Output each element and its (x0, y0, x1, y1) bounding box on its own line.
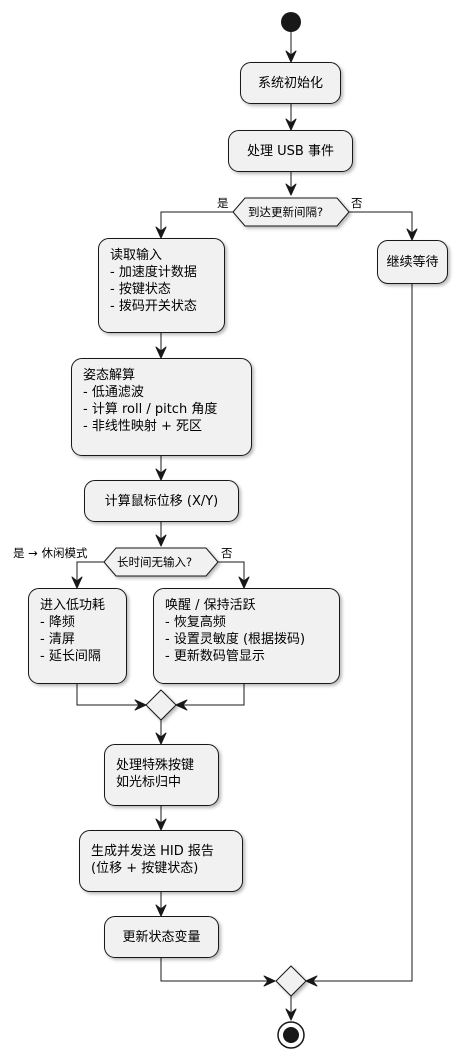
action-special-keys: 处理特殊按键 如光标归中 (104, 744, 219, 806)
attitude-item: - 计算 roll / pitch 角度 (83, 402, 218, 417)
read-input-item: - 拨码开关状态 (110, 299, 197, 314)
decision-interval-shape (232, 197, 350, 227)
action-init-label: 系统初始化 (257, 75, 323, 91)
special-keys-line: 如光标归中 (116, 775, 182, 790)
edge-label-idle-yes: 是 → 休闲模式 (13, 546, 88, 560)
arrowheads (71, 50, 418, 1021)
action-low-power: 进入低功耗 - 降频 - 清屏 - 延长间隔 (28, 588, 127, 684)
decision-idle-label: 长时间无输入? (117, 555, 193, 569)
read-input-item: - 加速度计数据 (110, 265, 197, 280)
special-keys-line: 处理特殊按键 (116, 758, 195, 773)
action-update-state-label: 更新状态变量 (122, 929, 201, 945)
decision-idle-shape (103, 547, 219, 577)
wake-title: 唤醒 / 保持活跃 (165, 598, 256, 613)
wake-item: - 恢复高频 (165, 615, 226, 630)
connectors (76, 32, 413, 1020)
low-power-title: 进入低功耗 (40, 598, 106, 613)
action-wake: 唤醒 / 保持活跃 - 恢复高频 - 设置灵敏度 (根据拨码) - 更新数码管显… (153, 588, 340, 684)
attitude-item: - 低通滤波 (83, 385, 144, 400)
end-node (277, 1021, 305, 1049)
attitude-item: - 非线性映射 + 死区 (83, 419, 202, 434)
read-input-item: - 按键状态 (110, 282, 171, 297)
action-attitude: 姿态解算 - 低通滤波 - 计算 roll / pitch 角度 - 非线性映射… (71, 358, 252, 456)
read-input-title: 读取输入 (110, 248, 163, 263)
wake-item: - 设置灵敏度 (根据拨码) (165, 632, 306, 647)
low-power-item: - 清屏 (40, 632, 75, 647)
decision-interval-label: 到达更新间隔? (248, 205, 324, 219)
edge-label-interval-no: 否 (351, 196, 363, 210)
attitude-title: 姿态解算 (83, 368, 136, 383)
action-usb: 处理 USB 事件 (228, 130, 353, 172)
merge-diamond-final (275, 965, 307, 997)
action-read-input: 读取输入 - 加速度计数据 - 按键状态 - 拨码开关状态 (98, 238, 225, 333)
action-update-state: 更新状态变量 (104, 916, 219, 958)
low-power-item: - 降频 (40, 615, 75, 630)
action-wait: 继续等待 (377, 240, 448, 284)
start-node (281, 12, 301, 32)
action-send-report: 生成并发送 HID 报告 (位移 + 按键状态) (79, 830, 243, 892)
merge-diamond-power (145, 689, 177, 721)
action-usb-label: 处理 USB 事件 (247, 143, 334, 159)
action-init: 系统初始化 (240, 62, 341, 104)
edge-label-interval-yes: 是 (217, 196, 229, 210)
action-wait-label: 继续等待 (386, 254, 439, 270)
edge-label-idle-no: 否 (221, 546, 233, 560)
send-report-line: 生成并发送 HID 报告 (91, 844, 214, 859)
action-calc-move: 计算鼠标位移 (X/Y) (84, 480, 239, 522)
action-calc-move-label: 计算鼠标位移 (X/Y) (104, 493, 219, 509)
low-power-item: - 延长间隔 (40, 649, 101, 664)
send-report-line: (位移 + 按键状态) (91, 861, 199, 876)
wake-item: - 更新数码管显示 (165, 649, 265, 664)
